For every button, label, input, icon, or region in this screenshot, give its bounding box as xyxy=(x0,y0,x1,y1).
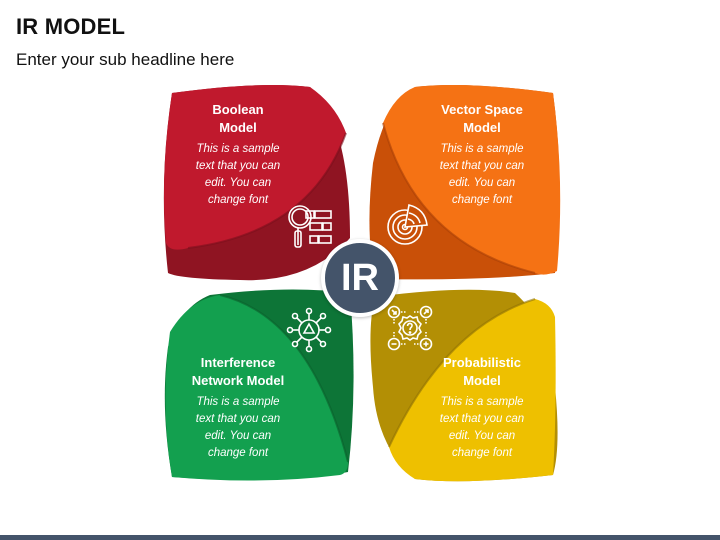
petal-title: Probabilistic xyxy=(442,355,522,370)
network-hub-icon xyxy=(286,307,332,353)
petal-text: This is a sample xyxy=(440,396,524,408)
petal-title: Network Model xyxy=(191,373,285,388)
petal-text: edit. You can xyxy=(448,177,516,189)
petal-text: change font xyxy=(207,447,269,459)
petal-text: This is a sample xyxy=(440,143,524,155)
petal-text: text that you can xyxy=(195,413,281,425)
petal-title: Vector Space xyxy=(441,102,523,117)
footer-bar xyxy=(0,535,720,540)
petal-text: edit. You can xyxy=(448,430,516,442)
question-gear-icon xyxy=(387,305,433,351)
petal-title: Boolean xyxy=(212,102,264,117)
petal-text: change font xyxy=(451,194,513,206)
petal-text: change font xyxy=(451,447,513,459)
slide-subtitle: Enter your sub headline here xyxy=(16,50,235,69)
petal-title: Model xyxy=(463,120,501,135)
petal-text: text that you can xyxy=(439,160,525,172)
petal-title: Interference xyxy=(200,355,276,370)
petal-text: edit. You can xyxy=(204,177,272,189)
petal-text: text that you can xyxy=(439,413,525,425)
petal-text: text that you can xyxy=(195,160,281,172)
radar-icon xyxy=(387,204,428,245)
slide-title: IR MODEL xyxy=(16,14,126,39)
petal-text: edit. You can xyxy=(204,430,272,442)
petal-title: Model xyxy=(219,120,257,135)
petal-text: This is a sample xyxy=(196,143,280,155)
petal-text: change font xyxy=(207,194,269,206)
ir-center-badge: IR xyxy=(321,239,399,317)
petal-shape xyxy=(164,289,354,481)
petal-text: This is a sample xyxy=(196,396,280,408)
petal-title: Model xyxy=(463,373,501,388)
petal-shape xyxy=(163,85,350,281)
magnifier-checklist-icon xyxy=(288,205,332,248)
